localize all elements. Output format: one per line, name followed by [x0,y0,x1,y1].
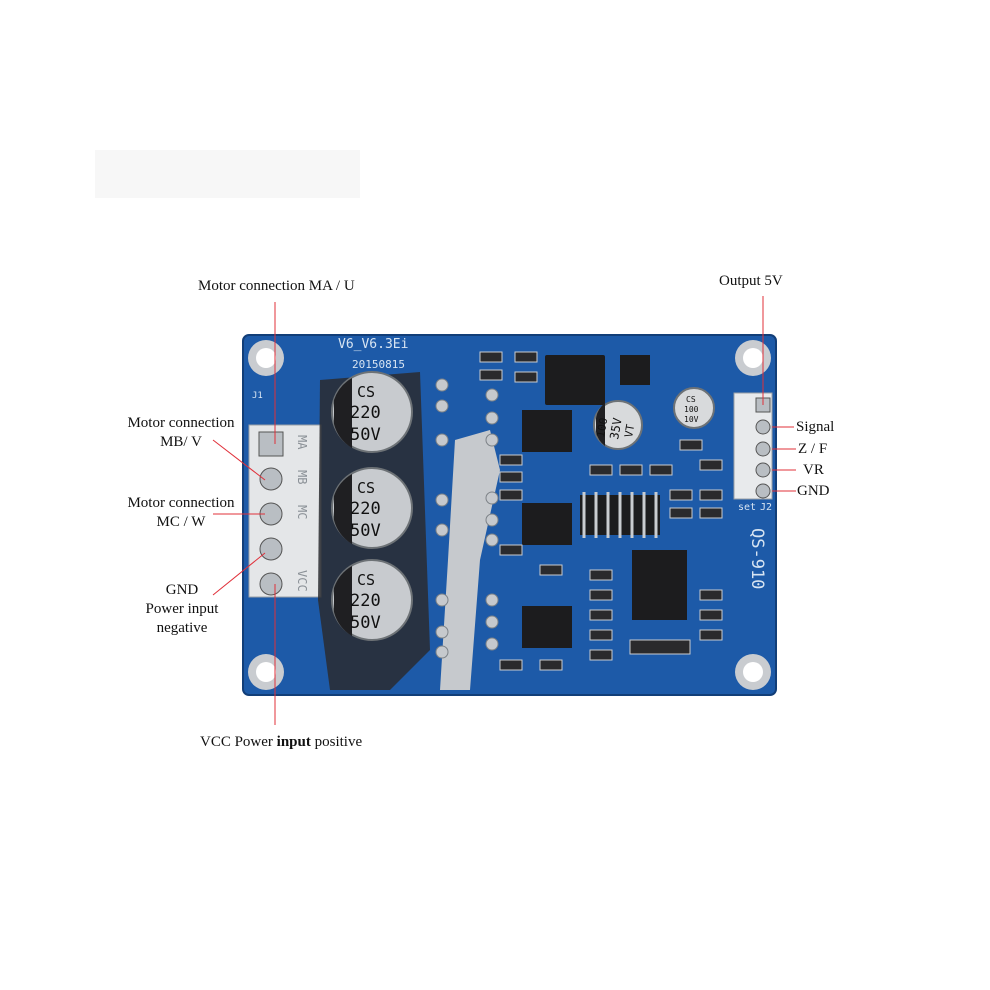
svg-text:220: 220 [350,403,381,423]
pointer-lines [212,296,796,725]
terminal-silk-labels: MA MB MC VCC [295,435,309,592]
svg-text:50V: 50V [350,425,381,445]
callout-zf: Z / F [798,441,828,457]
mounting-hole [248,654,284,690]
through-holes [435,378,499,659]
svg-text:CS: CS [686,395,696,404]
callout-vcc-part2: input [276,734,311,750]
svg-text:220: 220 [350,591,381,611]
callout-mb-v: Motor connection MB/ V [118,414,244,452]
capacitor-big: CS 220 50V [331,559,413,641]
callout-gnd-right: GND [797,483,830,499]
capacitor-big: CS 220 50V [331,467,413,549]
callout-gnd-line1: GND [165,582,199,598]
j2-label: J2 [760,502,772,513]
capacitor-mid: 100 35V VT [593,400,643,450]
svg-text:220: 220 [350,499,381,519]
callout-ma-u: Motor connection MA / U [198,278,355,294]
svg-text:50V: 50V [350,521,381,541]
mounting-hole [735,340,771,376]
svg-text:VCC: VCC [295,570,309,592]
callout-signal: Signal [796,419,835,435]
callout-vr: VR [803,462,824,478]
model-label: QS-910 [747,528,767,589]
mounting-hole [248,340,284,376]
board-version: V6_V6.3Ei [338,337,408,352]
svg-text:CS: CS [357,571,375,589]
callout-mc-w-line2: MC / W [156,513,206,530]
callout-output-5v: Output 5V [719,273,783,289]
svg-text:100: 100 [594,417,610,439]
svg-text:MC: MC [295,505,309,519]
capacitor-small: CS 100 10V [673,387,715,429]
solder-trace [440,430,500,690]
callout-vcc-positive: VCC Power input positive [200,733,362,752]
pcb-board: J1 MA MB MC VCC CS 220 50V [242,334,777,696]
smd-components [479,351,723,671]
svg-text:CS: CS [357,383,375,401]
svg-text:MB: MB [295,470,309,484]
svg-text:100: 100 [684,405,699,414]
callout-gnd-line3: negative [156,619,208,636]
callout-gnd-negative: GND Power input negative [128,581,236,637]
callout-mc-w-line1: Motor connection [127,495,235,511]
callout-mc-w: Motor connection MC / W [118,494,244,532]
header-pins [755,397,771,499]
mosfet-chips [522,355,687,648]
svg-text:10V: 10V [684,415,699,424]
callout-gnd-line2: Power input [145,600,219,617]
mounting-hole [735,654,771,690]
svg-text:VT: VT [622,423,637,439]
svg-text:CS: CS [357,479,375,497]
terminal-pads [258,431,284,596]
svg-text:50V: 50V [350,613,381,633]
callout-vcc-part3: positive [310,734,363,750]
svg-text:35V: 35V [607,417,625,441]
callout-mb-v-line2: MB/ V [160,433,202,450]
set-label: set [738,502,756,513]
j1-label: J1 [252,391,263,401]
svg-text:MA: MA [295,435,309,450]
callout-vcc-part1: VCC Power [200,734,277,750]
capacitor-big: CS 220 50V [331,371,413,453]
board-date: 20150815 [352,358,405,371]
callout-mb-v-line1: Motor connection [127,415,235,431]
ic-pins [582,492,658,538]
background-smudge [95,150,360,198]
